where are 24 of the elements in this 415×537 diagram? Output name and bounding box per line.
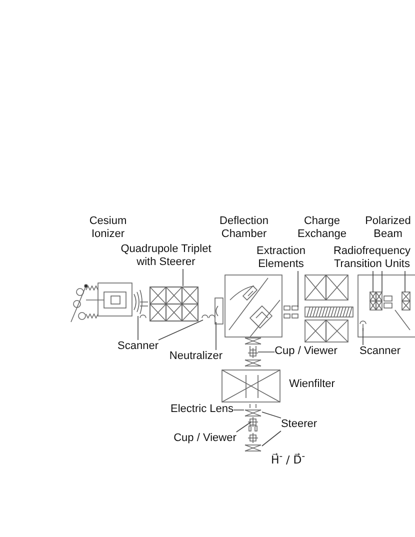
leader-line [158, 320, 204, 340]
callout-label: Cup / Viewer [274, 345, 338, 358]
callout-label: Extraction Elements [249, 245, 313, 271]
leader-line [404, 270, 406, 292]
beam-label: H⃗$^{-}$ / D⃗$^{-}$ [270, 450, 306, 467]
component-label: Polarized Beam [364, 215, 412, 241]
leader-line [372, 270, 374, 292]
callout-label: Cup / Viewer [174, 432, 236, 445]
leader-line [262, 430, 282, 446]
callout-label: Neutralizer [169, 350, 223, 363]
callout-label: Scanner [118, 340, 158, 353]
component-label: Wienfilter [289, 378, 335, 391]
component-label: Deflection Chamber [218, 215, 270, 241]
leader-line [182, 268, 184, 286]
callout-label: Scanner [360, 345, 400, 358]
leader-line [362, 328, 364, 346]
leader-line [262, 412, 282, 418]
component-label: Cesium Ionizer [88, 215, 128, 241]
callout-label: Electric Lens [170, 403, 234, 416]
callout-label: Radiofrequency Transition Units [326, 245, 415, 271]
component-label: Charge Exchange [296, 215, 348, 241]
callout-label: Steerer [280, 418, 318, 431]
leader-line [236, 422, 252, 432]
callout-label: Quadrupole Triplet with Steerer [114, 243, 218, 269]
